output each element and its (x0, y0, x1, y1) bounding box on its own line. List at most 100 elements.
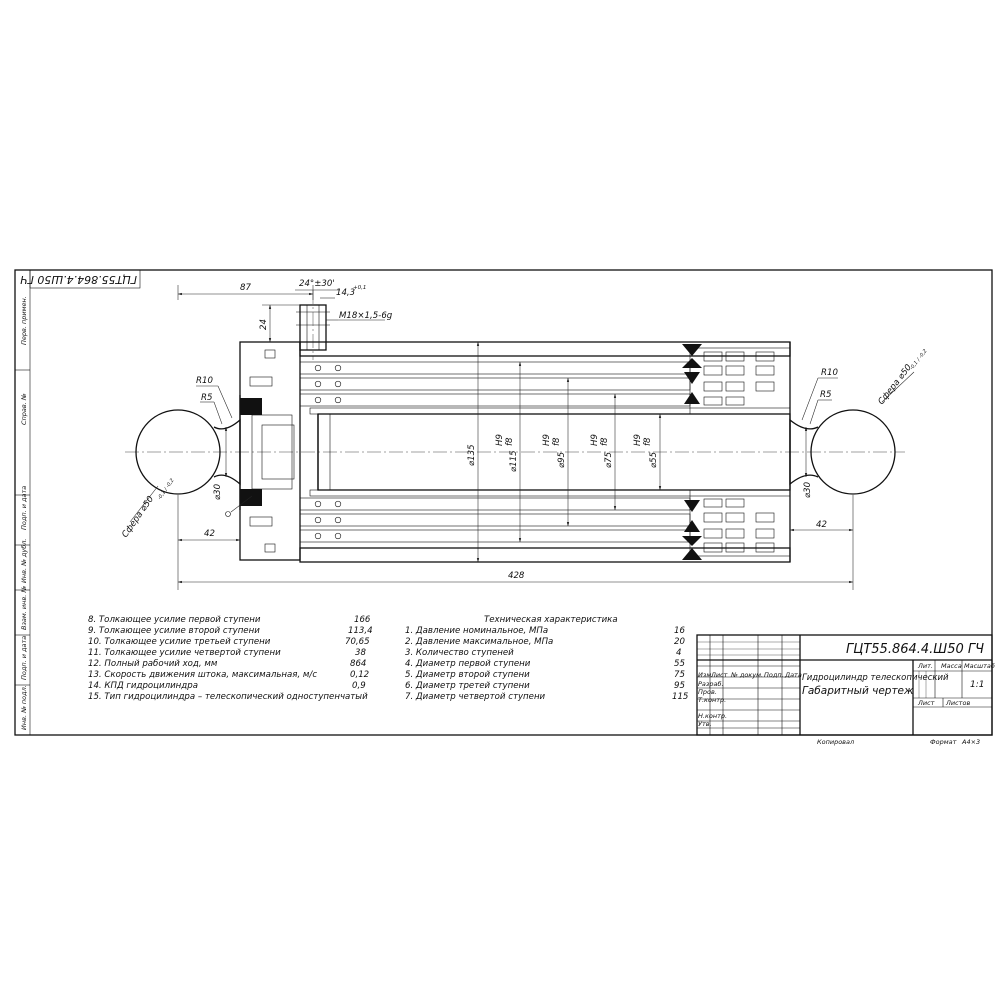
spec-left-value: 113,4 (348, 626, 373, 636)
dim-d30-right: ⌀30 (803, 481, 813, 498)
left-end-cap (239, 341, 301, 561)
diameter-dims (476, 342, 662, 562)
orings (314, 364, 342, 540)
spec-left-label: 15. Тип гидроцилиндра – телескопический … (88, 692, 368, 702)
dim-d95: ⌀95 (557, 452, 567, 468)
tb-row-prov: Пров. (698, 688, 717, 696)
spec-left-value: 0,9 (352, 681, 366, 691)
spec-left-label: 12. Полный рабочий ход, мм (88, 659, 218, 669)
left-stamp: Перв. примен. Справ. № Подп. и дата Инв.… (14, 270, 31, 735)
tb-listov: Листов (945, 699, 970, 707)
port-fitting (296, 290, 330, 360)
designation-rotated: ГЦТ55.864.4.Ш50 ГЧ (20, 273, 137, 286)
stamp-inv-podl: Инв. № подл. (20, 685, 28, 730)
tb-col-date: Дата (784, 671, 802, 679)
tb-col-izm: Изм. (698, 671, 713, 679)
tech-item-value: 20 (674, 637, 685, 647)
tech-item-label: 3. Количество ступеней (405, 648, 514, 658)
tb-row-nkontr: Н.контр. (698, 712, 727, 720)
tb-col-list: Лист (710, 671, 728, 679)
tb-col-sign: Подп. (764, 671, 784, 679)
format-value: А4×3 (961, 738, 980, 746)
spec-left-value: 864 (350, 659, 366, 669)
stamp-inv-dubl: Инв. № дубл. (20, 539, 28, 583)
stamp-podp-data-2: Подп. и дата (20, 636, 28, 680)
spec-left-label: 13. Скорость движения штока, максимальна… (88, 670, 317, 680)
tech-title: Техническая характеристика (484, 615, 618, 625)
tech-item-value: 55 (674, 659, 685, 669)
copied-label: Копировал (817, 738, 854, 746)
dim-42-right: 42 (816, 520, 827, 530)
tech-item-label: 2. Давление максимальное, МПа (405, 637, 553, 647)
tech-item-value: 4 (676, 648, 681, 658)
cylinder-section: ⌀135 ⌀115 ⌀95 ⌀75 ⌀55 H9 f8 H9 f8 H9 f8 … (120, 279, 929, 590)
dim-14: 14,3 (336, 288, 355, 298)
seals-top (682, 344, 791, 409)
tech-item-label: 6. Диаметр третей ступени (405, 681, 530, 691)
fit-h9-4: H9 (633, 434, 643, 446)
dim-sphere-right: Сфера ⌀50 (876, 362, 914, 407)
dim-r10-right: R10 (821, 368, 838, 378)
fit-f8-4: f8 (643, 437, 653, 446)
spec-left-label: 8. Толкающее усилие первой ступени (88, 615, 261, 625)
specs-left-list: 8. Толкающее усилие первой ступени 166 9… (88, 615, 373, 702)
tech-item-label: 1. Давление номинальное, МПа (405, 626, 548, 636)
fit-h9-3: H9 (590, 434, 600, 446)
title-block (696, 634, 993, 736)
dim-r5-right: R5 (820, 390, 831, 400)
dim-r10-left: R10 (196, 376, 213, 386)
tech-item-label: 5. Диаметр второй ступени (405, 670, 530, 680)
dim-d55: ⌀55 (649, 452, 659, 468)
dim-428: 428 (508, 571, 525, 581)
tech-item-value: 16 (674, 626, 685, 636)
spec-left-label: 9. Толкающее усилие второй ступени (88, 626, 260, 636)
tb-lit: Лит. (917, 662, 933, 670)
left-sphere (135, 395, 241, 510)
tb-list: Лист (917, 699, 935, 707)
dim-angle: 24°±30' (299, 279, 335, 289)
dim-d30-left: ⌀30 (213, 483, 223, 500)
dim-24: 24 (259, 319, 269, 330)
tb-row-utv: Утв. (698, 720, 712, 728)
tb-row-tkontr: Т.контр. (698, 696, 726, 704)
stamp-podp-data-1: Подп. и дата (20, 486, 28, 530)
dim-d115: ⌀115 (509, 450, 519, 472)
spec-left-label: 10. Толкающее усилие третьей ступени (88, 637, 271, 647)
dim-r5-left: R5 (201, 393, 212, 403)
stamp-perv-primen: Перв. примен. (20, 296, 28, 345)
tb-massa: Масса (941, 662, 962, 670)
fit-h9-2: H9 (542, 434, 552, 446)
dim-sphere-left: Сфера ⌀50 (120, 494, 156, 540)
spec-left-value: 0,12 (350, 670, 369, 680)
stage-tubes-bottom (299, 489, 691, 543)
title-name-1: Гидроцилиндр телескопический (802, 673, 949, 683)
spec-left-value: 38 (355, 648, 366, 658)
stamp-sprav: Справ. № (20, 393, 28, 425)
fit-f8-1: f8 (505, 437, 515, 446)
designation-rotated-box: ГЦТ55.864.4.Ш50 ГЧ (20, 269, 141, 289)
tech-item-value: 75 (674, 670, 685, 680)
dim-42-left: 42 (204, 529, 215, 539)
stamp-vzam-inv: Взам. инв. № (20, 586, 28, 630)
dim-d135: ⌀135 (467, 444, 477, 466)
fit-h9-1: H9 (495, 434, 505, 446)
format-label: Формат (930, 738, 957, 746)
dim-d75: ⌀75 (604, 452, 614, 468)
spec-left-value: 166 (354, 615, 371, 625)
fit-f8-3: f8 (600, 437, 610, 446)
dim-sphere-right-tol: -0,1 / -0,2 (909, 348, 929, 371)
stage-tubes-top (299, 361, 691, 415)
tech-item-value: 95 (674, 681, 685, 691)
tb-col-doc: № докум. (730, 671, 763, 679)
dim-87: 87 (240, 283, 251, 293)
dim-14-tol: +0,1 (353, 285, 366, 291)
title-name-2: Габаритный чертеж (802, 685, 914, 697)
tech-item-value: 115 (672, 692, 688, 702)
spec-left-label: 14. КПД гидроцилиндра (88, 681, 198, 691)
title-designation: ГЦТ55.864.4.Ш50 ГЧ (846, 642, 984, 657)
seals-bottom (682, 495, 791, 560)
tech-item-label: 4. Диаметр первой ступени (405, 659, 531, 669)
tb-row-razrab: Разраб. (698, 680, 724, 688)
spec-left-label: 11. Толкающее усилие четвертой ступени (88, 648, 281, 658)
